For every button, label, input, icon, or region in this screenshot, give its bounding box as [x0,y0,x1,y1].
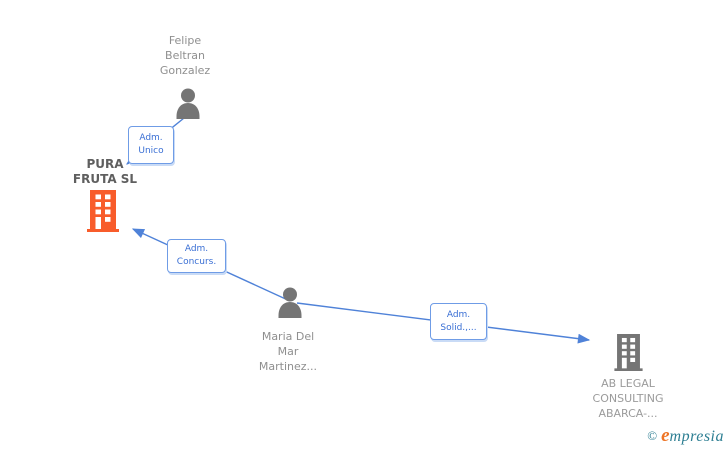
node-label-line: ABARCA-... [598,407,658,420]
logo-letter-e: e [661,425,670,446]
node-label-line: Gonzalez [159,64,211,77]
node-label-pura-fruta[interactable]: PURA FRUTA SL [55,157,155,187]
edge-label-line: Adm. [139,133,163,143]
person-icon[interactable] [276,287,304,318]
node-label-line: Beltran [165,49,205,62]
person-icon[interactable] [174,88,202,119]
edge-label-adm-concurs: Adm. Concurs. [167,239,226,273]
edge-label-adm-unico: Adm. Unico [128,126,174,164]
node-label-line: Mar [277,345,299,358]
edge-label-adm-solid: Adm. Solid.,... [430,303,487,340]
node-label-line: Martinez... [258,360,318,373]
building-icon-orange[interactable] [87,190,119,232]
empresia-logo[interactable]: ©empresia [647,425,724,447]
node-label-felipe[interactable]: Felipe Beltran Gonzalez [145,33,225,78]
node-label-line: AB LEGAL [601,377,655,390]
building-icon-gray[interactable] [614,334,643,371]
edge-label-line: Adm. [446,309,471,320]
node-label-line: PURA [86,157,124,171]
edge-label-line: Solid.,... [440,322,477,333]
node-label-line: Maria Del [261,330,315,343]
edge-label-line: Unico [138,146,164,156]
node-label-line: CONSULTING [592,392,664,405]
edge-label-line: Concurs. [176,257,217,267]
node-label-line: Felipe [168,34,202,47]
node-label-line: FRUTA SL [72,172,138,186]
node-label-ab-legal[interactable]: AB LEGAL CONSULTING ABARCA-... [578,376,678,421]
node-label-maria[interactable]: Maria Del Mar Martinez... [248,329,328,374]
edge-label-line: Adm. [184,244,209,254]
copyright-icon: © [647,428,658,443]
logo-text: mpresia [669,428,724,445]
